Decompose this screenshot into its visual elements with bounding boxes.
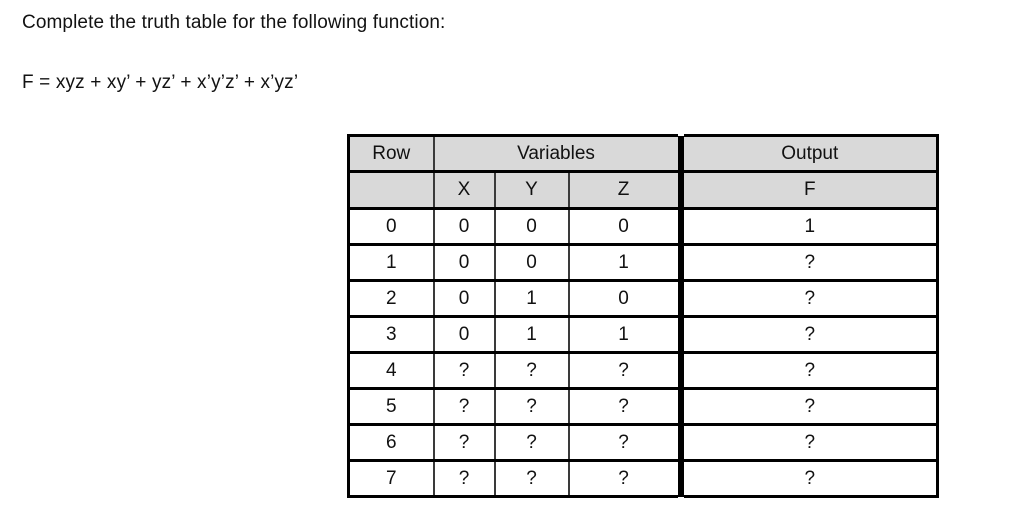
cell-variable-z: 1: [567, 315, 678, 353]
cell-variable-z[interactable]: ?: [567, 459, 678, 498]
table-row: 6????: [347, 423, 940, 461]
variables-output-divider: [677, 171, 684, 209]
cell-variable-z: 0: [567, 207, 678, 245]
header-variables-group: Variables: [432, 134, 678, 172]
cell-variable-y[interactable]: ?: [493, 387, 569, 425]
cell-variable-x[interactable]: ?: [432, 351, 495, 389]
cell-variable-x[interactable]: ?: [432, 423, 495, 461]
cell-variable-y: 0: [493, 207, 569, 245]
cell-variable-x: 0: [432, 279, 495, 317]
page-title: Complete the truth table for the followi…: [22, 12, 446, 33]
cell-variable-y[interactable]: ?: [493, 459, 569, 498]
table-row: 5????: [347, 387, 940, 425]
cell-output-f[interactable]: ?: [683, 387, 940, 425]
variables-output-divider: [677, 388, 684, 425]
variables-output-divider: [677, 316, 684, 353]
variables-output-divider: [677, 460, 684, 497]
cell-variable-x[interactable]: ?: [432, 459, 495, 498]
cell-row-index: 1: [347, 243, 434, 281]
cell-row-index: 6: [347, 423, 434, 461]
header-row-blank: [347, 170, 434, 209]
variables-output-divider: [677, 424, 684, 461]
variables-output-divider: [677, 135, 684, 172]
cell-variable-x[interactable]: ?: [432, 387, 495, 425]
table-row: 4????: [347, 351, 940, 389]
cell-variable-x: 0: [432, 315, 495, 353]
cell-variable-z[interactable]: ?: [567, 351, 678, 389]
cell-output-f[interactable]: ?: [683, 351, 940, 389]
cell-variable-y[interactable]: ?: [493, 351, 569, 389]
cell-variable-z: 0: [567, 279, 678, 317]
header-row-group: Row: [347, 134, 434, 172]
cell-variable-y: 1: [493, 315, 569, 353]
table-row: 7????: [347, 459, 940, 498]
header-variable-y: Y: [493, 170, 569, 209]
boolean-function-expression: F = xyz + xy’ + yz’ + x’y’z’ + x’yz’: [22, 72, 299, 93]
cell-row-index: 7: [347, 459, 434, 498]
cell-output-f[interactable]: ?: [683, 279, 940, 317]
header-output-f: F: [683, 170, 940, 209]
cell-output-f[interactable]: ?: [683, 423, 940, 461]
cell-row-index: 2: [347, 279, 434, 317]
cell-variable-y: 1: [493, 279, 569, 317]
cell-variable-y: 0: [493, 243, 569, 281]
cell-output-f[interactable]: ?: [683, 459, 940, 498]
truth-table-head: Row Variables Output X Y Z F: [347, 134, 940, 209]
cell-variable-y[interactable]: ?: [493, 423, 569, 461]
cell-variable-z: 1: [567, 243, 678, 281]
cell-row-index: 3: [347, 315, 434, 353]
header-output-group: Output: [683, 134, 940, 172]
cell-variable-x: 0: [432, 243, 495, 281]
cell-output-f: 1: [683, 207, 940, 245]
table-column-header-row: X Y Z F: [347, 170, 940, 209]
cell-output-f[interactable]: ?: [683, 315, 940, 353]
variables-output-divider: [677, 280, 684, 317]
cell-variable-x: 0: [432, 207, 495, 245]
cell-row-index: 4: [347, 351, 434, 389]
table-group-header-row: Row Variables Output: [347, 134, 940, 172]
variables-output-divider: [677, 244, 684, 281]
cell-variable-z[interactable]: ?: [567, 387, 678, 425]
cell-row-index: 0: [347, 207, 434, 245]
cell-row-index: 5: [347, 387, 434, 425]
variables-output-divider: [677, 352, 684, 389]
header-variable-x: X: [432, 170, 495, 209]
header-variable-z: Z: [567, 170, 678, 209]
cell-variable-z[interactable]: ?: [567, 423, 678, 461]
cell-output-f[interactable]: ?: [683, 243, 940, 281]
variables-output-divider: [677, 208, 684, 245]
